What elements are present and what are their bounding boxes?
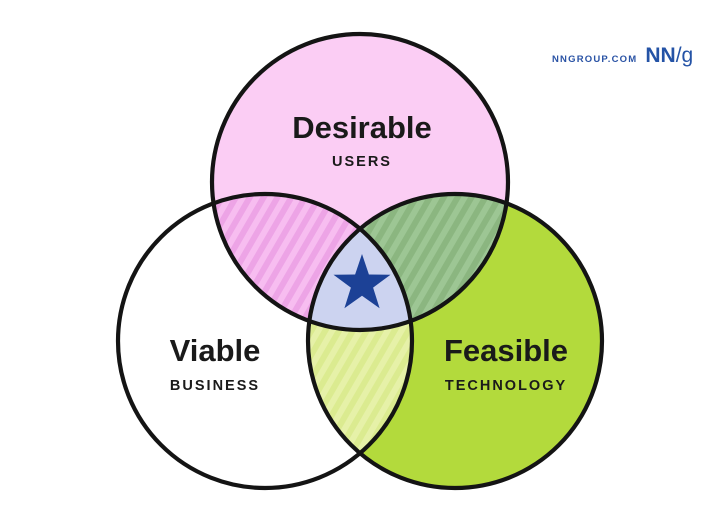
nng-logo-brand: NN/g xyxy=(645,44,693,68)
sublabel-viable-business: BUSINESS xyxy=(170,378,260,394)
label-feasible: Feasible xyxy=(444,333,568,368)
circle-feasible-outline xyxy=(305,191,605,491)
center-intersection xyxy=(308,194,412,330)
circle-desirable-outline xyxy=(209,31,511,333)
star-icon xyxy=(333,254,391,309)
sublabel-desirable-users: USERS xyxy=(332,154,392,170)
nng-logo-brand-nn: NN xyxy=(645,44,676,67)
nng-logo: NNGROUP.COM NN/g xyxy=(552,44,693,68)
sublabel-feasible-technology: TECHNOLOGY xyxy=(445,378,567,394)
nng-logo-brand-slash-g: /g xyxy=(675,44,694,67)
label-viable: Viable xyxy=(170,333,261,368)
label-desirable: Desirable xyxy=(292,110,432,145)
nng-logo-site-text: NNGROUP.COM xyxy=(552,54,638,65)
circle-viable-outline xyxy=(115,191,415,491)
